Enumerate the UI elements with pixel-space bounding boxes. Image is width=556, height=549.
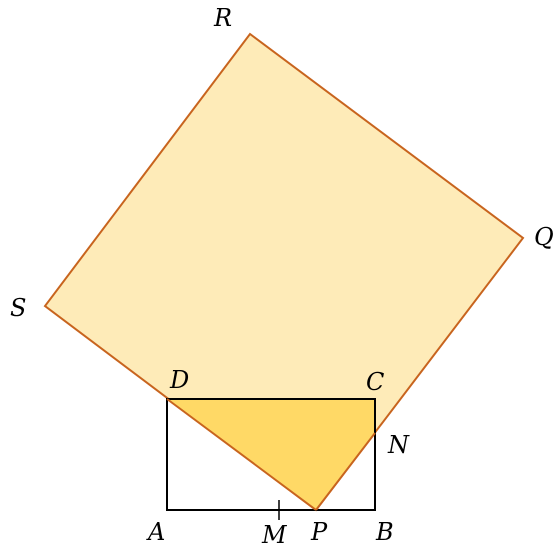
rectangle-abcd [166,398,376,511]
segment-pn [315,432,376,511]
label-b: B [375,518,394,546]
label-s: S [10,294,26,322]
label-n: N [387,431,410,459]
label-c: C [366,368,384,396]
segment-dp [166,398,317,511]
label-a: A [146,518,165,546]
label-m: M [261,521,288,549]
label-d: D [169,366,189,394]
label-p: P [310,518,328,546]
label-r: R [213,4,232,32]
overlap-region [167,399,375,510]
square-pqrs [43,32,525,512]
label-q: Q [534,223,554,251]
